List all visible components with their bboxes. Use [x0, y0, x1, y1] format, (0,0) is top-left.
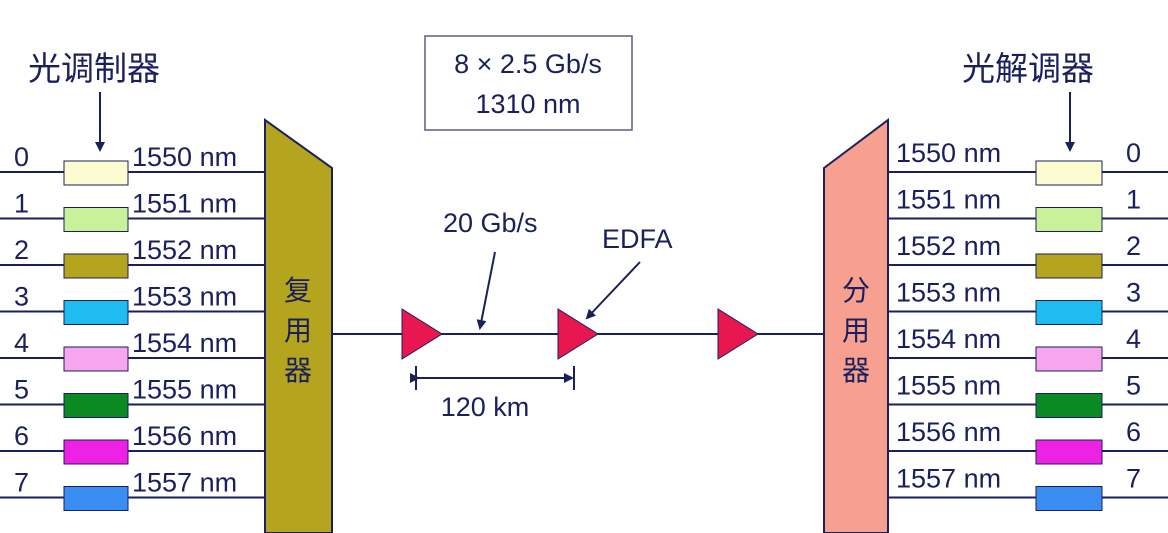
demux-label-char-2: 用 — [842, 314, 870, 347]
right-channel-index: 5 — [1126, 371, 1141, 401]
modulator-box — [63, 439, 129, 465]
demodulator-box — [1035, 439, 1103, 465]
left-channel-index: 7 — [14, 468, 29, 498]
demux-label-char-3: 器 — [842, 354, 870, 387]
right-channel-wavelength: 1556 nm — [896, 417, 1001, 447]
left-channel-wavelength: 1555 nm — [132, 375, 237, 405]
modulator-box — [63, 393, 129, 418]
right-channel-index: 2 — [1126, 231, 1141, 261]
modulator-title: 光调制器 — [28, 49, 160, 88]
mux-label-char-2: 用 — [284, 314, 312, 347]
left-channel-wavelength: 1552 nm — [132, 235, 237, 265]
left-channel-index: 4 — [14, 328, 29, 358]
left-channel-group: 0 1550 nm 1 1551 nm 2 1552 nm 3 1553 nm 4 1554 nm… — [0, 142, 265, 511]
left-channel-index: 0 — [14, 142, 29, 172]
demodulator-box — [1035, 393, 1103, 418]
demodulator-title: 光解调器 — [962, 49, 1094, 88]
modulator-box — [63, 160, 129, 186]
right-channel-wavelength: 1552 nm — [896, 231, 1001, 261]
link-rate-pointer-arrow — [476, 251, 496, 330]
right-channel-index: 4 — [1126, 324, 1141, 354]
left-channel-index: 1 — [14, 189, 29, 219]
span-length-label: 120 km — [441, 392, 530, 422]
right-channel-index: 0 — [1126, 138, 1141, 168]
left-channel-index: 3 — [14, 282, 29, 312]
right-channel-wavelength: 1555 nm — [896, 371, 1001, 401]
right-channel-index: 7 — [1126, 464, 1141, 494]
right-channel-index: 3 — [1126, 278, 1141, 308]
multiplexer-block — [264, 118, 333, 533]
right-channel-wavelength: 1550 nm — [896, 138, 1001, 168]
demodulator-box — [1035, 207, 1103, 232]
demodulator-box — [1035, 253, 1103, 279]
info-box-line2: 1310 nm — [475, 89, 580, 119]
right-channel-index: 1 — [1126, 185, 1141, 215]
left-channel-wavelength: 1551 nm — [132, 189, 237, 219]
info-box-line1: 8 × 2.5 Gb/s — [454, 49, 602, 79]
demodulator-box — [1035, 486, 1103, 511]
left-channel-index: 2 — [14, 235, 29, 265]
edfa-label: EDFA — [602, 224, 673, 254]
left-channel-wavelength: 1550 nm — [132, 142, 237, 172]
edfa-pointer-arrow — [585, 261, 641, 320]
link-rate-label: 20 Gb/s — [443, 208, 538, 238]
left-channel-wavelength: 1554 nm — [132, 328, 237, 358]
right-channel-index: 6 — [1126, 417, 1141, 447]
demodulator-box — [1035, 160, 1103, 186]
demux-label-char-1: 分 — [842, 274, 870, 307]
demodulator-box — [1035, 300, 1103, 325]
amplifier-3-triangle — [717, 308, 759, 360]
demultiplexer-block — [823, 118, 889, 533]
mux-label-char-3: 器 — [284, 354, 312, 387]
mux-label-char-1: 复 — [284, 274, 312, 307]
left-channel-wavelength: 1553 nm — [132, 282, 237, 312]
modulator-box — [63, 300, 129, 325]
modulator-box — [63, 346, 129, 372]
right-channel-wavelength: 1557 nm — [896, 464, 1001, 494]
info-box — [424, 35, 633, 131]
right-channel-group: 1550 nm 0 1551 nm 1 1552 nm 2 1553 nm 3 1554 nm 4… — [888, 138, 1168, 511]
amplifier-2-triangle — [557, 308, 599, 360]
left-channel-wavelength: 1557 nm — [132, 468, 237, 498]
left-channel-wavelength: 1556 nm — [132, 421, 237, 451]
left-channel-index: 5 — [14, 375, 29, 405]
amplifier-1-triangle — [401, 308, 443, 360]
right-channel-wavelength: 1551 nm — [896, 185, 1001, 215]
left-channel-index: 6 — [14, 421, 29, 451]
modulator-box — [63, 253, 129, 279]
modulator-box — [63, 486, 129, 511]
modulator-box — [63, 207, 129, 232]
right-channel-wavelength: 1554 nm — [896, 324, 1001, 354]
demodulator-box — [1035, 346, 1103, 372]
right-channel-wavelength: 1553 nm — [896, 278, 1001, 308]
